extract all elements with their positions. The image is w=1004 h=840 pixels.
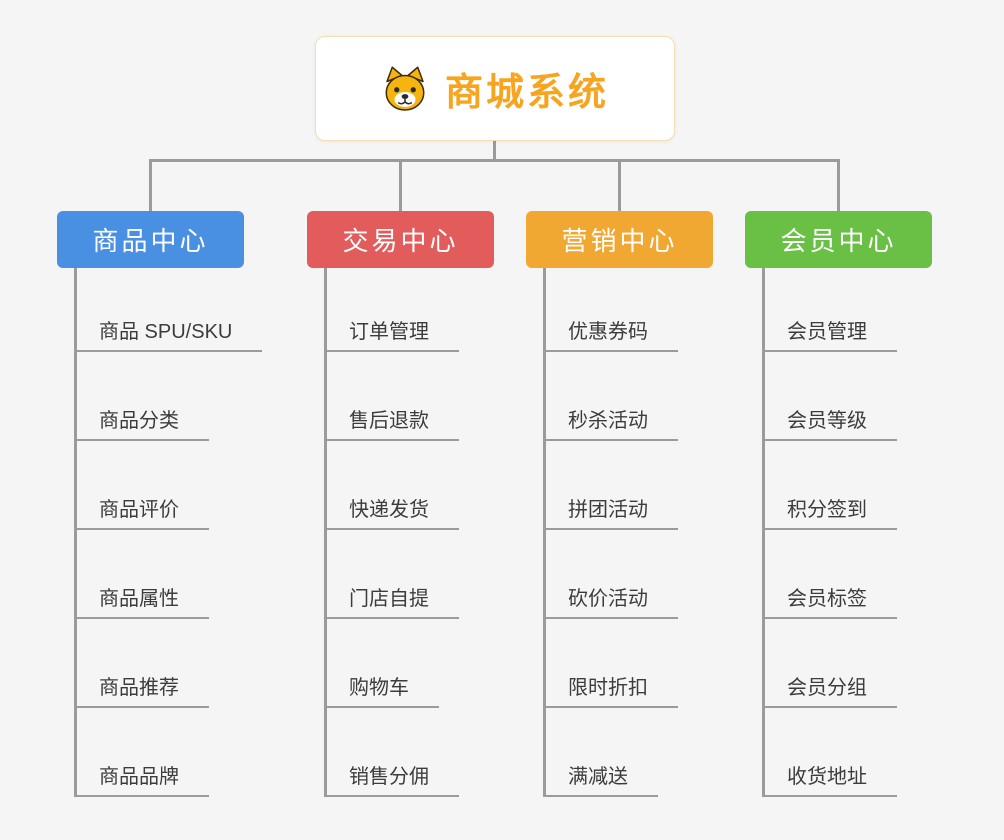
leaf-item[interactable]: 商品推荐 xyxy=(74,672,209,708)
leaf-item[interactable]: 购物车 xyxy=(324,672,439,708)
leaf-item[interactable]: 收货地址 xyxy=(762,761,897,797)
leaf-item[interactable]: 会员分组 xyxy=(762,672,897,708)
leaf-item[interactable]: 商品 SPU/SKU xyxy=(74,316,263,352)
branch-line xyxy=(74,268,77,797)
branch-header-trade-center[interactable]: 交易中心 xyxy=(307,211,494,268)
leaf-item[interactable]: 会员管理 xyxy=(762,316,897,352)
connector-line xyxy=(399,159,402,211)
branch-line xyxy=(543,268,546,797)
leaf-item[interactable]: 门店自提 xyxy=(324,583,459,619)
leaf-item[interactable]: 秒杀活动 xyxy=(543,405,678,441)
leaf-item[interactable]: 优惠券码 xyxy=(543,316,678,352)
leaf-item[interactable]: 商品品牌 xyxy=(74,761,209,797)
dog-icon xyxy=(381,65,429,113)
connector-line xyxy=(618,159,621,211)
connector-line xyxy=(149,159,152,211)
leaf-item[interactable]: 限时折扣 xyxy=(543,672,678,708)
leaf-item[interactable]: 订单管理 xyxy=(324,316,459,352)
root-title: 商城系统 xyxy=(444,72,609,114)
leaf-item[interactable]: 销售分佣 xyxy=(324,761,459,797)
connector-line xyxy=(149,159,840,162)
root-node[interactable]: 商城系统 xyxy=(315,36,675,141)
connector-line xyxy=(837,159,840,211)
branch-header-product-center[interactable]: 商品中心 xyxy=(57,211,244,268)
leaf-item[interactable]: 满减送 xyxy=(543,761,658,797)
leaf-item[interactable]: 会员等级 xyxy=(762,405,897,441)
leaf-item[interactable]: 会员标签 xyxy=(762,583,897,619)
leaf-item[interactable]: 商品属性 xyxy=(74,583,209,619)
branch-header-member-center[interactable]: 会员中心 xyxy=(745,211,932,268)
leaf-item[interactable]: 拼团活动 xyxy=(543,494,678,530)
leaf-item[interactable]: 售后退款 xyxy=(324,405,459,441)
leaf-item[interactable]: 快递发货 xyxy=(324,494,459,530)
leaf-item[interactable]: 商品评价 xyxy=(74,494,209,530)
branch-line xyxy=(324,268,327,797)
branch-line xyxy=(762,268,765,797)
branch-header-marketing-center[interactable]: 营销中心 xyxy=(526,211,713,268)
leaf-item[interactable]: 砍价活动 xyxy=(543,583,678,619)
leaf-item[interactable]: 商品分类 xyxy=(74,405,209,441)
leaf-item[interactable]: 积分签到 xyxy=(762,494,897,530)
connector-line xyxy=(493,141,496,162)
